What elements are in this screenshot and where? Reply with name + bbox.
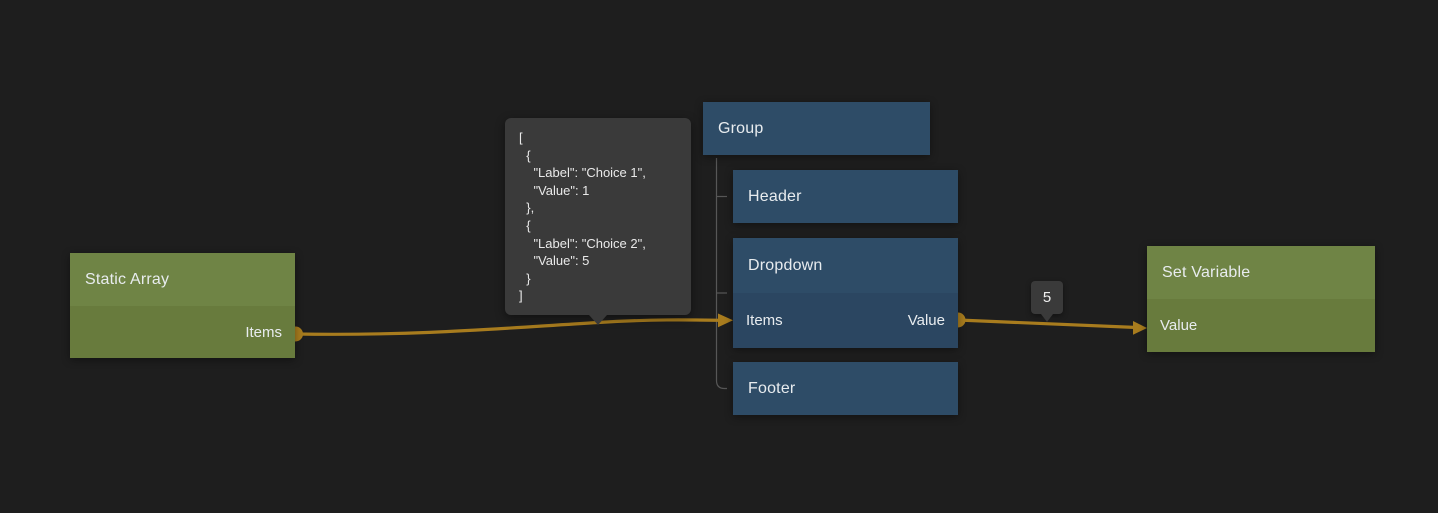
port-label-dropdown-items: Items [746, 312, 783, 329]
node-set-variable[interactable]: Set Variable Value [1147, 246, 1375, 352]
node-group-titlebar[interactable]: Group [703, 102, 930, 155]
node-dropdown-body: Items Value [733, 293, 958, 348]
wire-arrowhead-dropdown-items [718, 313, 733, 328]
node-set-variable-body: Value [1147, 299, 1375, 352]
node-footer-titlebar[interactable]: Footer [733, 362, 958, 415]
port-label-dropdown-value: Value [907, 312, 945, 329]
node-static-array-body: Items [70, 306, 295, 358]
node-static-array[interactable]: Static Array Items [70, 253, 295, 358]
wire-items-to-dropdown[interactable] [295, 318, 720, 336]
node-header-title: Header [748, 187, 802, 205]
group-tree-connector-line [715, 158, 727, 390]
node-footer-title: Footer [748, 379, 796, 397]
badge-pointer-icon [1041, 314, 1053, 322]
node-dropdown-titlebar[interactable]: Dropdown [733, 238, 958, 293]
node-dropdown-title: Dropdown [748, 256, 823, 274]
wire-arrowhead-set-variable-value [1133, 321, 1147, 335]
node-dropdown[interactable]: Dropdown Items Value [733, 238, 958, 348]
node-group-title: Group [718, 119, 764, 137]
node-static-array-titlebar[interactable]: Static Array [70, 253, 295, 306]
tooltip-pointer-icon [589, 315, 607, 325]
value-preview-badge: 5 [1031, 281, 1063, 322]
node-footer[interactable]: Footer [733, 362, 958, 415]
value-preview-text: 5 [1042, 289, 1052, 306]
node-static-array-title: Static Array [85, 270, 170, 288]
node-set-variable-titlebar[interactable]: Set Variable [1147, 246, 1375, 299]
node-set-variable-title: Set Variable [1162, 263, 1251, 281]
port-label-static-array-items: Items [245, 323, 282, 341]
array-preview-json-text: [ { "Label": "Choice 1", "Value": 1 }, {… [519, 130, 646, 304]
array-preview-tooltip: [ { "Label": "Choice 1", "Value": 1 }, {… [505, 118, 691, 325]
wire-value-to-set-variable[interactable] [957, 318, 1135, 329]
node-header[interactable]: Header [733, 170, 958, 223]
port-label-set-variable-value: Value [1160, 317, 1198, 334]
node-group[interactable]: Group [703, 102, 930, 155]
node-header-titlebar[interactable]: Header [733, 170, 958, 223]
